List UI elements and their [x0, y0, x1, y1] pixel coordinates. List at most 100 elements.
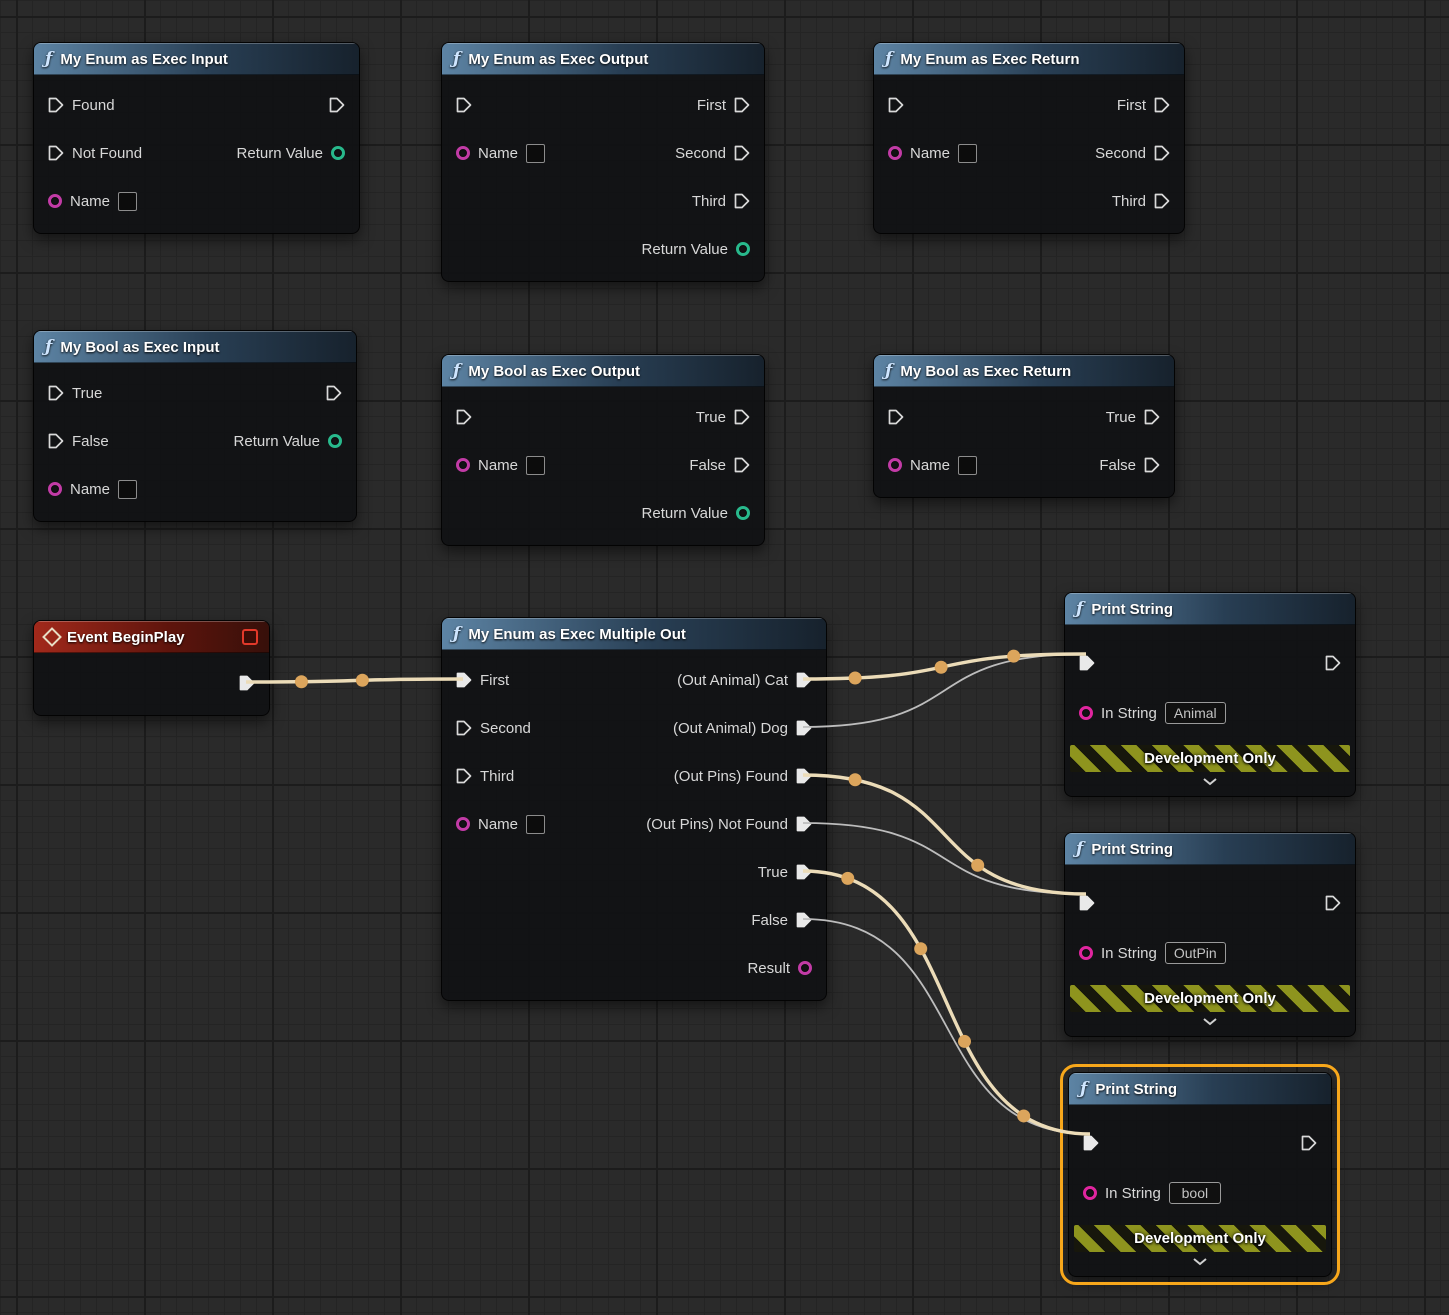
node-my-bool-as-exec-return[interactable]: ƒ My Bool as Exec Return True Name: [873, 354, 1175, 498]
exec-out-pin-true[interactable]: [734, 409, 750, 425]
node-header[interactable]: ƒ My Bool as Exec Output: [442, 355, 764, 387]
pin-label: In String: [1101, 704, 1157, 722]
exec-out-pin-false[interactable]: [796, 912, 812, 928]
node-header[interactable]: ƒ My Bool as Exec Return: [874, 355, 1174, 387]
exec-out-pin-out-animal-cat[interactable]: [796, 672, 812, 688]
exec-out-pin-second[interactable]: [734, 145, 750, 161]
exec-in-pin-found[interactable]: [48, 97, 64, 113]
return-value-pin[interactable]: [328, 434, 342, 448]
exec-in-pin-second[interactable]: [456, 720, 472, 736]
pin-row: Third (Out Pins) Found: [442, 752, 826, 800]
name-input-widget[interactable]: [526, 143, 546, 163]
pin-label: True: [695, 408, 726, 426]
in-string-pin[interactable]: [1079, 946, 1093, 960]
node-event-beginplay[interactable]: Event BeginPlay: [33, 620, 270, 716]
exec-out-pin-out-animal-dog[interactable]: [796, 720, 812, 736]
pin-label: Return Value: [233, 432, 320, 450]
node-print-string-3[interactable]: ƒ Print String In String bool Deve: [1060, 1064, 1340, 1285]
node-my-enum-as-exec-multiple-out[interactable]: ƒ My Enum as Exec Multiple Out First (Ou…: [441, 617, 827, 1001]
exec-out-pin-first[interactable]: [734, 97, 750, 113]
function-icon: ƒ: [1076, 838, 1084, 859]
name-input-widget[interactable]: [526, 455, 546, 475]
name-pin[interactable]: [48, 482, 62, 496]
node-header[interactable]: ƒ My Enum as Exec Return: [874, 43, 1184, 75]
node-title: My Bool as Exec Input: [60, 338, 220, 356]
name-pin[interactable]: [888, 458, 902, 472]
wire-flow-dot: [848, 773, 862, 787]
exec-out-pin-out-pins-found[interactable]: [796, 768, 812, 784]
node-header[interactable]: ƒ Print String: [1065, 593, 1355, 625]
node-title: My Bool as Exec Output: [468, 362, 641, 380]
exec-in-pin[interactable]: [1079, 895, 1095, 911]
node-header[interactable]: ƒ My Bool as Exec Input: [34, 331, 356, 363]
node-header[interactable]: ƒ My Enum as Exec Multiple Out: [442, 618, 826, 650]
return-value-pin[interactable]: [331, 146, 345, 160]
exec-out-pin[interactable]: [1325, 895, 1341, 911]
exec-in-pin-first[interactable]: [456, 672, 472, 688]
node-my-bool-as-exec-input[interactable]: ƒ My Bool as Exec Input True False Re: [33, 330, 357, 522]
node-print-string-2[interactable]: ƒ Print String In String OutPin De: [1064, 832, 1356, 1037]
name-input-widget[interactable]: [118, 191, 138, 211]
exec-in-pin[interactable]: [1079, 655, 1095, 671]
exec-out-pin-second[interactable]: [1154, 145, 1170, 161]
exec-in-pin-false[interactable]: [48, 433, 64, 449]
exec-out-pin-third[interactable]: [734, 193, 750, 209]
exec-in-pin-third[interactable]: [456, 768, 472, 784]
pin-row: False Return Value: [34, 417, 356, 465]
name-input-widget[interactable]: [526, 814, 546, 834]
exec-out-pin-first[interactable]: [1154, 97, 1170, 113]
exec-out-pin-false[interactable]: [1144, 457, 1160, 473]
name-pin[interactable]: [456, 146, 470, 160]
in-string-value[interactable]: Animal: [1164, 702, 1226, 724]
node-header[interactable]: ƒ Print String: [1069, 1073, 1331, 1105]
return-value-pin[interactable]: [736, 242, 750, 256]
node-print-string-1[interactable]: ƒ Print String In String Animal De: [1064, 592, 1356, 797]
exec-out-pin-false[interactable]: [734, 457, 750, 473]
node-my-bool-as-exec-output[interactable]: ƒ My Bool as Exec Output True Name: [441, 354, 765, 546]
exec-out-pin[interactable]: [329, 97, 345, 113]
pin-row: Result: [442, 944, 826, 992]
name-pin[interactable]: [888, 146, 902, 160]
result-pin[interactable]: [798, 961, 812, 975]
in-string-pin[interactable]: [1079, 706, 1093, 720]
in-string-value[interactable]: bool: [1168, 1182, 1221, 1204]
node-header[interactable]: Event BeginPlay: [34, 621, 269, 653]
advanced-pins-chevron-icon[interactable]: [1065, 772, 1355, 788]
exec-out-pin[interactable]: [1325, 655, 1341, 671]
pin-label: In String: [1105, 1184, 1161, 1202]
exec-out-pin[interactable]: [1301, 1135, 1317, 1151]
exec-out-pin-true[interactable]: [796, 864, 812, 880]
exec-in-pin-not-found[interactable]: [48, 145, 64, 161]
node-my-enum-as-exec-input[interactable]: ƒ My Enum as Exec Input Found Not Found: [33, 42, 360, 234]
name-input-widget[interactable]: [958, 455, 978, 475]
exec-out-pin[interactable]: [326, 385, 342, 401]
node-body: First Name Second Third: [442, 75, 764, 281]
exec-out-pin-out-pins-not-found[interactable]: [796, 816, 812, 832]
in-string-pin[interactable]: [1083, 1186, 1097, 1200]
name-input-widget[interactable]: [118, 479, 138, 499]
name-pin[interactable]: [48, 194, 62, 208]
in-string-value[interactable]: OutPin: [1164, 942, 1226, 964]
advanced-pins-chevron-icon[interactable]: [1065, 1012, 1355, 1028]
exec-in-pin[interactable]: [1083, 1135, 1099, 1151]
name-pin[interactable]: [456, 458, 470, 472]
pin-label: (Out Pins) Not Found: [646, 815, 788, 833]
exec-in-pin[interactable]: [888, 97, 904, 113]
name-input-widget[interactable]: [958, 143, 978, 163]
exec-in-pin-true[interactable]: [48, 385, 64, 401]
node-header[interactable]: ƒ My Enum as Exec Output: [442, 43, 764, 75]
exec-out-pin[interactable]: [239, 675, 255, 691]
exec-in-pin[interactable]: [456, 97, 472, 113]
node-header[interactable]: ƒ My Enum as Exec Input: [34, 43, 359, 75]
exec-in-pin[interactable]: [888, 409, 904, 425]
exec-out-pin-third[interactable]: [1154, 193, 1170, 209]
node-my-enum-as-exec-output[interactable]: ƒ My Enum as Exec Output First Name: [441, 42, 765, 282]
advanced-pins-chevron-icon[interactable]: [1069, 1252, 1331, 1268]
node-my-enum-as-exec-return[interactable]: ƒ My Enum as Exec Return First Name: [873, 42, 1185, 234]
name-pin[interactable]: [456, 817, 470, 831]
node-header[interactable]: ƒ Print String: [1065, 833, 1355, 865]
exec-out-pin-true[interactable]: [1144, 409, 1160, 425]
exec-in-pin[interactable]: [456, 409, 472, 425]
return-value-pin[interactable]: [736, 506, 750, 520]
